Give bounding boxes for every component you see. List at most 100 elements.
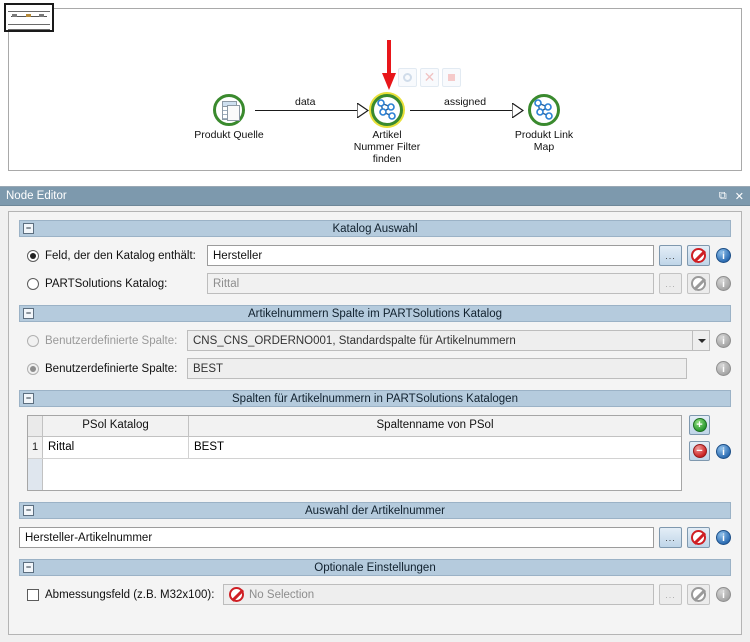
- radio-feld-katalog[interactable]: [27, 249, 39, 262]
- node-status-ring: [213, 94, 245, 126]
- collapse-expander-icon[interactable]: −: [23, 223, 34, 234]
- graph-overview-minimap[interactable]: [4, 3, 54, 32]
- table-side-buttons: + − i: [689, 415, 731, 461]
- row-standardspalte[interactable]: Benutzerdefinierte Spalte: CNS_CNS_ORDER…: [19, 330, 731, 351]
- cancel-x-icon[interactable]: ✕: [420, 68, 439, 87]
- workflow-graph-area[interactable]: data assigned Produkt Quelle: [0, 0, 750, 186]
- edge-arrow-assigned: [512, 103, 524, 118]
- red-down-arrow-annotation: [382, 40, 396, 90]
- chevron-down-icon[interactable]: [692, 331, 709, 350]
- minimap-line: [8, 11, 50, 12]
- minus-circle-icon: −: [692, 444, 707, 458]
- info-icon-standardspalte[interactable]: i: [716, 333, 731, 348]
- browse-button-partsolutions-katalog: ...: [659, 273, 682, 294]
- edge-label-assigned: assigned: [444, 96, 487, 108]
- minimap-node: [39, 14, 44, 17]
- section-header-optionale-einstellungen[interactable]: − Optionale Einstellungen: [19, 559, 731, 576]
- clear-button-partsolutions-katalog: [687, 273, 710, 294]
- node-editor-body: − Katalog Auswahl Feld, der den Katalog …: [8, 211, 742, 635]
- node-action-toolbar[interactable]: ✕: [398, 68, 464, 88]
- table-cell-spaltenname[interactable]: BEST: [194, 441, 225, 453]
- graph-node-produkt-link-map[interactable]: Produkt Link Map: [484, 94, 604, 153]
- radio-standardspalte[interactable]: [27, 334, 39, 347]
- input-abmessungsfeld-value: No Selection: [249, 588, 315, 601]
- row-benutzerdefinierte-spalte[interactable]: Benutzerdefinierte Spalte: BEST i: [19, 358, 731, 379]
- table-column-header-psol-katalog[interactable]: PSol Katalog: [43, 416, 189, 436]
- input-benutzerdefinierte-spalte[interactable]: BEST: [187, 358, 687, 379]
- input-abmessungsfeld[interactable]: No Selection: [223, 584, 654, 605]
- graph-node-artikel-nummer-filter-finden[interactable]: Artikel Nummer Filter finden: [327, 94, 447, 165]
- minimap-node: [26, 14, 31, 17]
- minimap-line: [8, 29, 50, 30]
- edge-assigned-line: [410, 110, 515, 111]
- info-icon-feld-katalog[interactable]: i: [716, 248, 731, 263]
- label-abmessungsfeld: Abmessungsfeld (z.B. M32x100):: [45, 588, 215, 601]
- section-title: Optionale Einstellungen: [314, 561, 436, 574]
- browse-button-feld-katalog[interactable]: ...: [659, 245, 682, 266]
- table-header-row: PSol Katalog Spaltenname von PSol: [28, 416, 681, 437]
- node-status-ring-warning: [371, 94, 403, 126]
- browse-button-abmessungsfeld: ...: [659, 584, 682, 605]
- node-label-line: Nummer Filter: [353, 141, 421, 153]
- radio-benutzerdefinierte-spalte[interactable]: [27, 362, 39, 375]
- section-header-spalten-tabelle[interactable]: − Spalten für Artikelnummern in PARTSolu…: [19, 390, 731, 407]
- collapse-expander-icon[interactable]: −: [23, 562, 34, 573]
- graph-canvas[interactable]: [8, 8, 742, 171]
- row-partsolutions-katalog[interactable]: PARTSolutions Katalog: Rittal ... i: [19, 273, 731, 294]
- row-abmessungsfeld[interactable]: Abmessungsfeld (z.B. M32x100): No Select…: [19, 584, 731, 605]
- radio-partsolutions-katalog[interactable]: [27, 277, 39, 290]
- row-auswahl-artikelnummer[interactable]: Hersteller-Artikelnummer ... i: [19, 527, 731, 548]
- edge-label-data: data: [295, 96, 316, 108]
- clear-button-feld-katalog[interactable]: [687, 245, 710, 266]
- table-cell-psol-katalog[interactable]: Rittal: [43, 437, 189, 458]
- spalten-table[interactable]: PSol Katalog Spaltenname von PSol 1 Ritt…: [27, 415, 682, 491]
- info-icon-abmessungsfeld[interactable]: i: [716, 587, 731, 602]
- section-header-artikelnummern-spalte[interactable]: − Artikelnummern Spalte im PARTSolutions…: [19, 305, 731, 322]
- info-icon-benutzerdefinierte-spalte[interactable]: i: [716, 361, 731, 376]
- table-empty-area: [28, 459, 681, 490]
- table-gutter: [28, 459, 43, 490]
- collapse-expander-icon[interactable]: −: [23, 308, 34, 319]
- input-partsolutions-katalog[interactable]: Rittal: [207, 273, 654, 294]
- graph-node-produkt-quelle[interactable]: Produkt Quelle: [169, 94, 289, 141]
- combo-value: CNS_CNS_ORDERNO001, Standardspalte für A…: [193, 334, 516, 347]
- node-status-ring: [528, 94, 560, 126]
- node-label-line: finden: [372, 153, 402, 165]
- collapse-expander-icon[interactable]: −: [23, 393, 34, 404]
- table-grid-icon-back: [227, 105, 240, 121]
- node-label: Produkt Link Map: [484, 129, 604, 153]
- row-feld-katalog[interactable]: Feld, der den Katalog enthält: Herstelle…: [19, 245, 731, 266]
- table-row-number: 1: [28, 437, 43, 458]
- browse-button-auswahl-artikelnummer[interactable]: ...: [659, 527, 682, 548]
- table-column-header-spaltenname[interactable]: Spaltenname von PSol: [376, 419, 494, 431]
- minimap-line: [8, 24, 50, 25]
- collapse-expander-icon[interactable]: −: [23, 505, 34, 516]
- info-icon-auswahl-artikelnummer[interactable]: i: [716, 530, 731, 545]
- remove-row-button[interactable]: −: [689, 441, 710, 461]
- info-icon-partsolutions-katalog[interactable]: i: [716, 276, 731, 291]
- combo-standardspalte[interactable]: CNS_CNS_ORDERNO001, Standardspalte für A…: [187, 330, 710, 351]
- input-auswahl-artikelnummer[interactable]: Hersteller-Artikelnummer: [19, 527, 654, 548]
- close-icon[interactable]: ✕: [734, 190, 744, 203]
- no-entry-icon: [691, 587, 706, 602]
- section-header-auswahl-artikelnummer[interactable]: − Auswahl der Artikelnummer: [19, 502, 731, 519]
- clear-button-auswahl-artikelnummer[interactable]: [687, 527, 710, 548]
- stop-square-icon[interactable]: [442, 68, 461, 87]
- section-title: Artikelnummern Spalte im PARTSolutions K…: [248, 307, 502, 320]
- info-icon-spalten-tabelle[interactable]: i: [716, 443, 731, 459]
- undock-icon[interactable]: ⧉: [718, 189, 727, 202]
- no-entry-icon: [691, 248, 706, 263]
- add-row-button[interactable]: +: [689, 415, 710, 435]
- node-label: Artikel Nummer Filter finden: [327, 129, 447, 165]
- execute-icon[interactable]: [398, 68, 417, 87]
- checkbox-abmessungsfeld[interactable]: [27, 588, 39, 601]
- node-editor-titlebar[interactable]: Node Editor ⧉ ✕: [0, 187, 750, 206]
- no-entry-icon: [229, 587, 244, 602]
- table-corner-cell: [28, 416, 43, 436]
- node-editor-panel[interactable]: Node Editor ⧉ ✕ − Katalog Auswahl Feld, …: [0, 186, 750, 642]
- table-row[interactable]: 1 Rittal BEST: [28, 437, 681, 459]
- graph-network-icon: [377, 99, 396, 120]
- section-header-katalog-auswahl[interactable]: − Katalog Auswahl: [19, 220, 731, 237]
- node-label-line: Produkt Link: [514, 129, 574, 141]
- input-feld-katalog[interactable]: Hersteller: [207, 245, 654, 266]
